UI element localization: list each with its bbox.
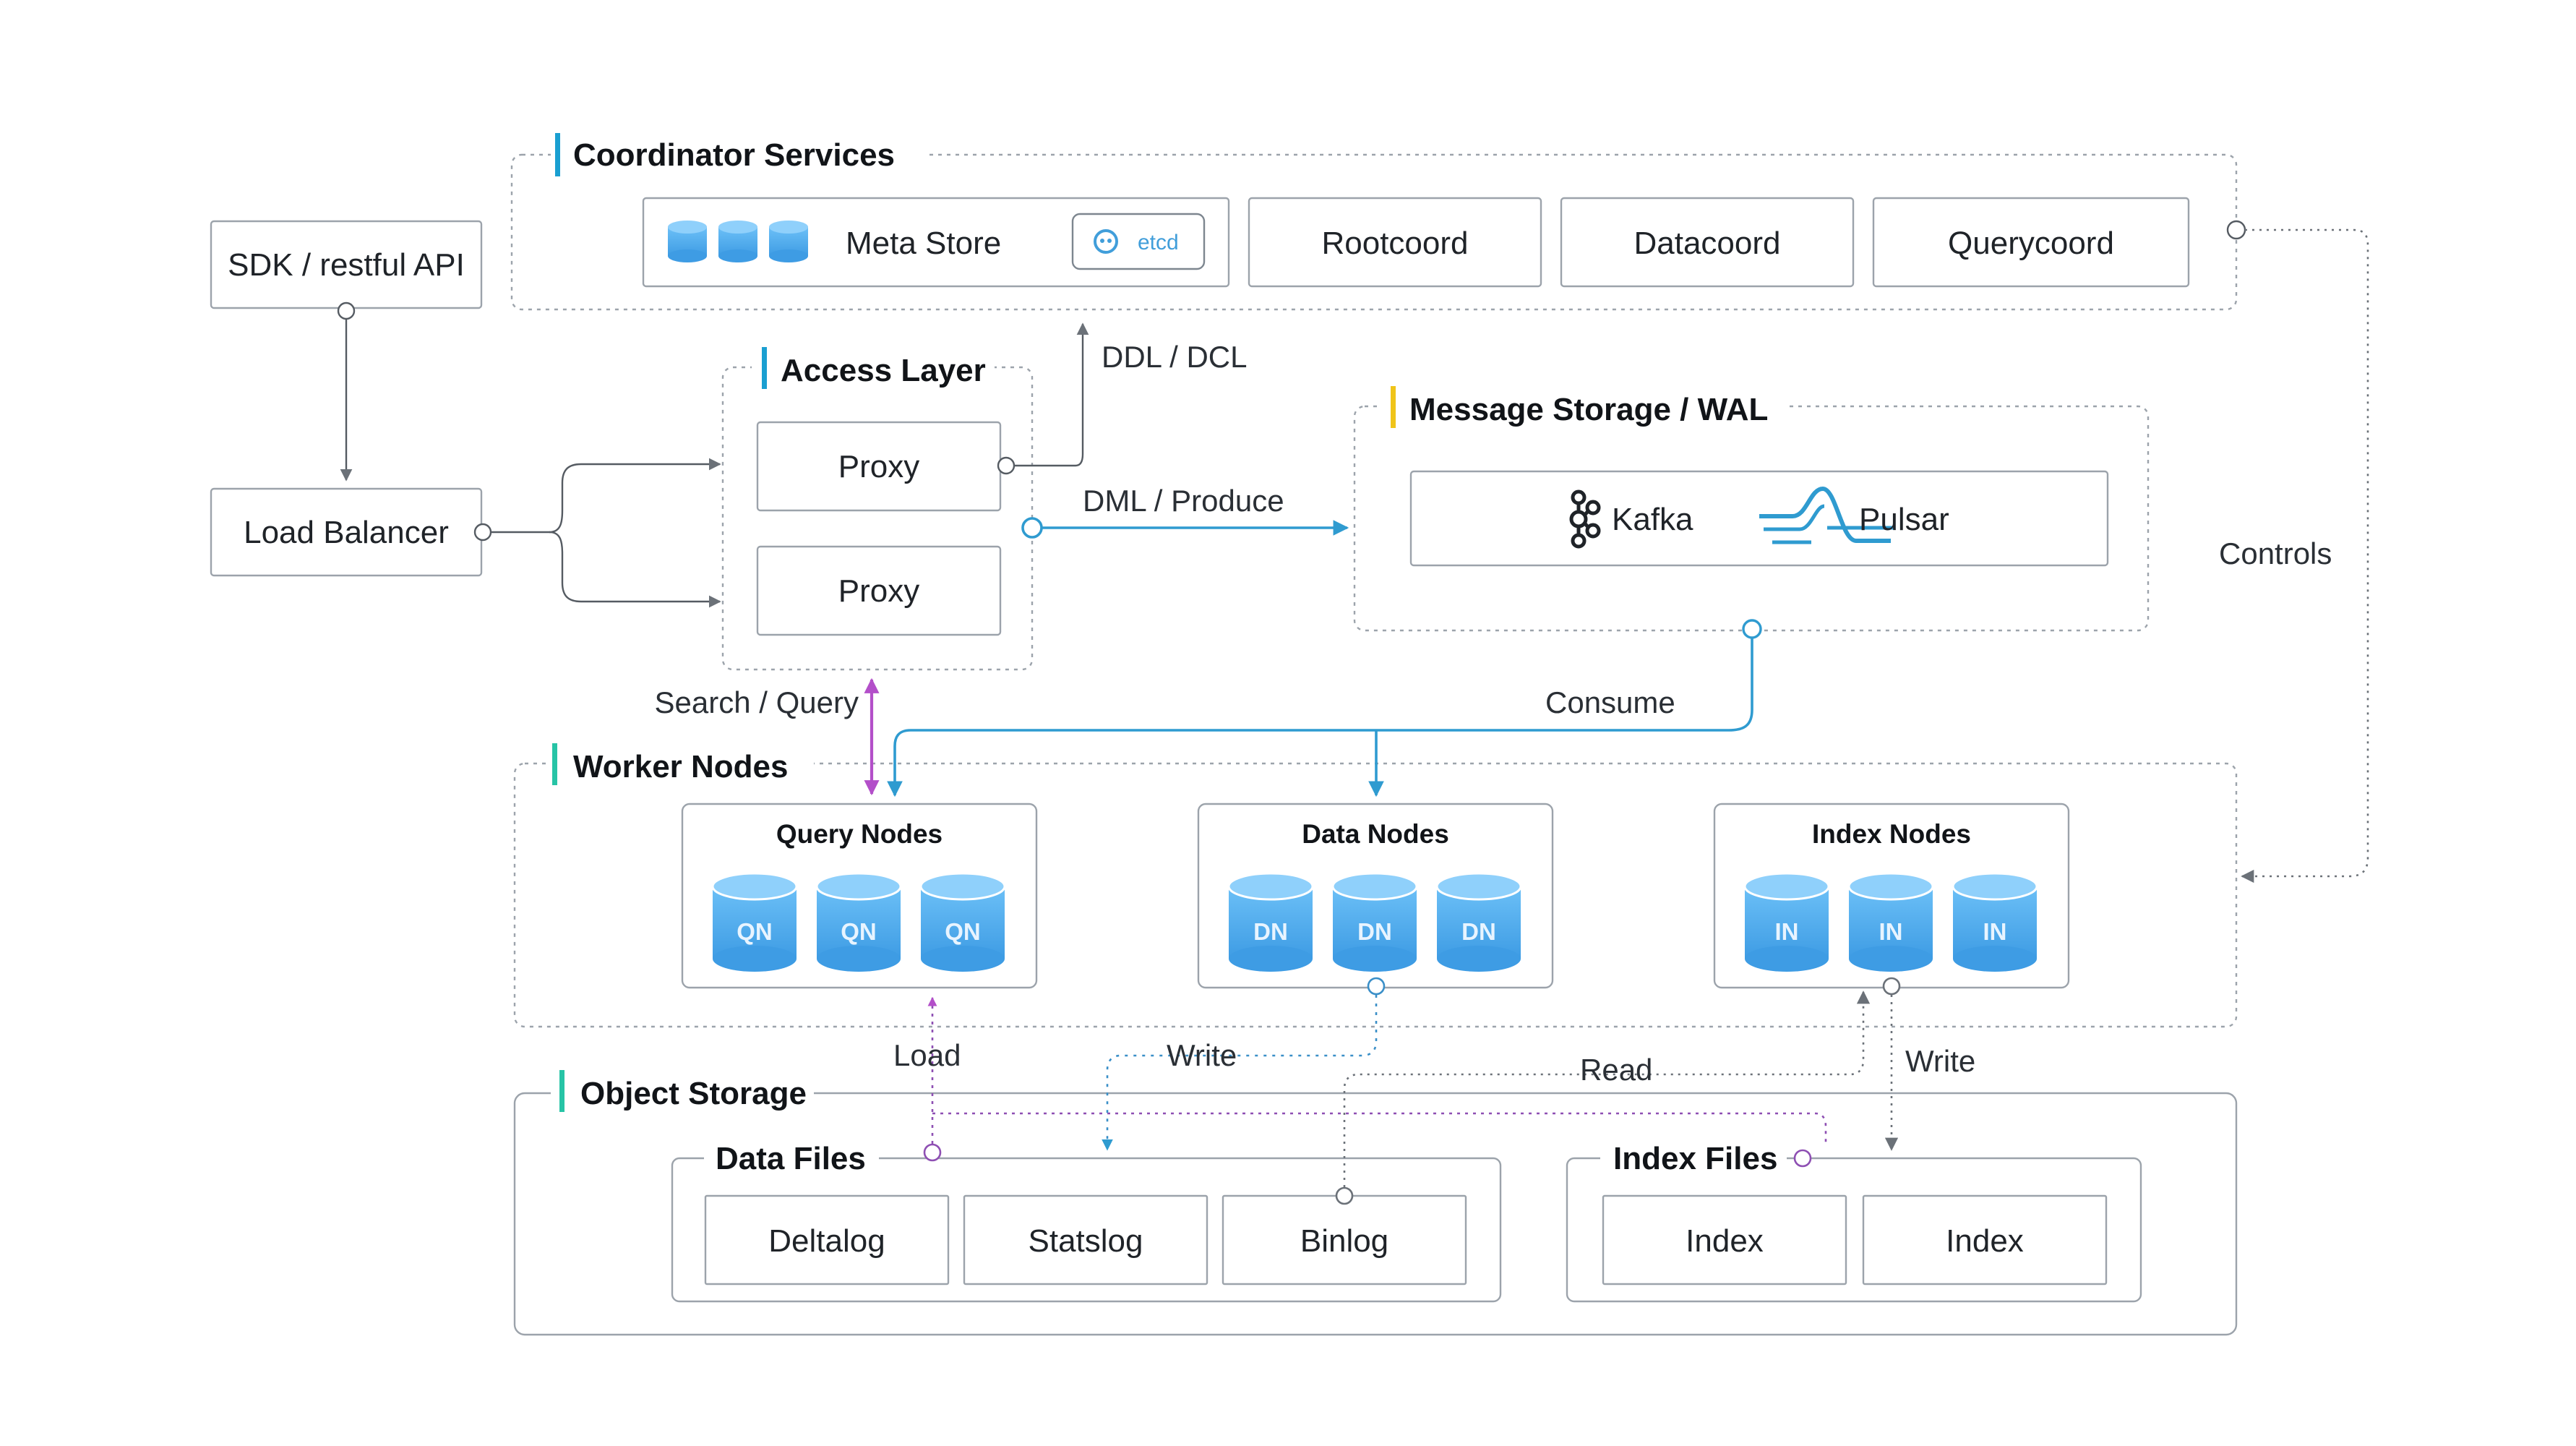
index-files-port — [1793, 1149, 1812, 1168]
rootcoord-label: Rootcoord — [1321, 226, 1468, 261]
read-arrow: Read — [1335, 991, 1871, 1205]
group-accent-bar — [555, 133, 560, 176]
sdk-api-label: SDK / restful API — [228, 247, 465, 283]
load-label: Load — [893, 1038, 961, 1072]
datacoord-label: Datacoord — [1633, 226, 1780, 261]
index-box-2[interactable]: Index — [1862, 1194, 2108, 1285]
write-index-arrow: Write — [1882, 977, 1975, 1151]
search-query-arrow: Search / Query — [655, 677, 880, 796]
object-storage-title: Object Storage — [580, 1076, 807, 1111]
write-data-label: Write — [1167, 1038, 1237, 1072]
group-accent-bar — [552, 743, 557, 785]
group-accent-bar — [559, 1070, 564, 1112]
load-balancer-box[interactable]: Load Balancer — [210, 487, 483, 577]
write-data-arrow: Write — [1102, 977, 1386, 1151]
database-stack-icon — [668, 221, 808, 262]
query-nodes-title: Query Nodes — [776, 819, 943, 849]
pulsar-label: Pulsar — [1859, 502, 1949, 537]
data-files-title: Data Files — [716, 1141, 866, 1176]
node-cylinder-label: DN — [1253, 918, 1288, 945]
controls-arrow: Controls — [2219, 220, 2369, 884]
etcd-label: etcd — [1138, 231, 1179, 254]
dml-produce-arrow: DML / Produce — [1021, 484, 1349, 539]
proxy-box-2[interactable]: Proxy — [756, 545, 1002, 636]
access-layer-title: Access Layer — [781, 353, 986, 388]
statslog-box[interactable]: Statslog — [963, 1194, 1208, 1285]
node-cylinder-label: QN — [737, 918, 773, 945]
node-cylinder-label: DN — [1461, 918, 1496, 945]
index-nodes-title: Index Nodes — [1812, 819, 1971, 849]
controls-label: Controls — [2219, 536, 2332, 570]
kafka-logo-icon — [1569, 489, 1601, 549]
consume-label: Consume — [1545, 685, 1675, 719]
load-arrow: Load — [893, 996, 1827, 1162]
etcd-badge: etcd — [1071, 213, 1206, 270]
node-cylinder-icon: QN — [919, 872, 1006, 972]
proxy-box-1[interactable]: Proxy — [756, 421, 1002, 512]
node-cylinder-label: QN — [945, 918, 981, 945]
deltalog-label: Deltalog — [768, 1223, 885, 1259]
node-cylinder-icon: IN — [1847, 872, 1934, 972]
node-cylinder-icon: QN — [711, 872, 798, 972]
querycoord-box[interactable]: Querycoord — [1872, 197, 2190, 288]
proxy-label-1: Proxy — [838, 449, 919, 484]
etcd-logo-icon — [1094, 229, 1118, 254]
statslog-label: Statslog — [1029, 1223, 1143, 1259]
proxy-label-2: Proxy — [838, 573, 919, 609]
write-index-label: Write — [1905, 1044, 1975, 1078]
ddl-dcl-label: DDL / DCL — [1102, 340, 1248, 374]
access-layer-group: Access Layer — [721, 346, 1034, 671]
node-cylinders: QN QN QN DN DN DN IN IN IN — [711, 872, 2038, 972]
pulsar-logo-icon — [1759, 486, 1894, 544]
rootcoord-box[interactable]: Rootcoord — [1248, 197, 1542, 288]
meta-store-box[interactable]: Meta Store etcd — [642, 197, 1230, 288]
consume-arrows: Consume — [887, 619, 1762, 797]
kafka-label: Kafka — [1612, 502, 1693, 537]
node-cylinder-icon: QN — [815, 872, 902, 972]
node-cylinder-label: IN — [1879, 918, 1903, 945]
binlog-label: Binlog — [1300, 1223, 1388, 1259]
node-cylinder-label: QN — [841, 918, 877, 945]
node-cylinder-icon: IN — [1743, 872, 1830, 972]
data-nodes-title: Data Nodes — [1302, 819, 1449, 849]
node-cylinder-icon: DN — [1331, 872, 1418, 972]
group-accent-bar — [1391, 386, 1396, 428]
index-box-1[interactable]: Index — [1602, 1194, 1847, 1285]
worker-nodes-title: Worker Nodes — [573, 749, 789, 784]
group-accent-bar — [762, 347, 767, 389]
worker-nodes-group: Worker Nodes — [513, 742, 2238, 1028]
sdk-to-load-balancer-arrow — [337, 301, 356, 482]
sdk-api-box[interactable]: SDK / restful API — [210, 220, 483, 309]
index-label-2: Index — [1946, 1223, 2024, 1259]
message-storage-title: Message Storage / WAL — [1409, 392, 1768, 427]
node-cylinder-icon: DN — [1435, 872, 1522, 972]
kafka-pulsar-box[interactable]: Kafka Pulsar — [1409, 470, 2109, 567]
read-label: Read — [1580, 1053, 1652, 1087]
node-cylinder-icon: DN — [1227, 872, 1314, 972]
load-balancer-label: Load Balancer — [244, 515, 449, 550]
message-storage-group: Message Storage / WAL — [1353, 385, 2150, 632]
node-cylinder-icon: IN — [1952, 872, 2038, 972]
datacoord-box[interactable]: Datacoord — [1560, 197, 1855, 288]
load-balancer-to-proxy-arrows — [473, 458, 721, 608]
index-label-1: Index — [1686, 1223, 1764, 1259]
dml-produce-label: DML / Produce — [1083, 484, 1284, 518]
ddl-dcl-arrow: DDL / DCL — [997, 322, 1248, 475]
deltalog-box[interactable]: Deltalog — [704, 1194, 950, 1285]
index-files-title: Index Files — [1613, 1141, 1777, 1176]
node-cylinder-label: DN — [1357, 918, 1392, 945]
search-query-label: Search / Query — [655, 685, 859, 719]
coordinator-services-title: Coordinator Services — [573, 137, 895, 173]
coordinator-services-group: Coordinator Services — [510, 130, 2238, 311]
querycoord-label: Querycoord — [1948, 226, 2114, 261]
node-cylinder-label: IN — [1983, 918, 2007, 945]
meta-store-label: Meta Store — [846, 226, 1001, 261]
node-cylinder-label: IN — [1775, 918, 1799, 945]
binlog-box[interactable]: Binlog — [1222, 1194, 1467, 1285]
